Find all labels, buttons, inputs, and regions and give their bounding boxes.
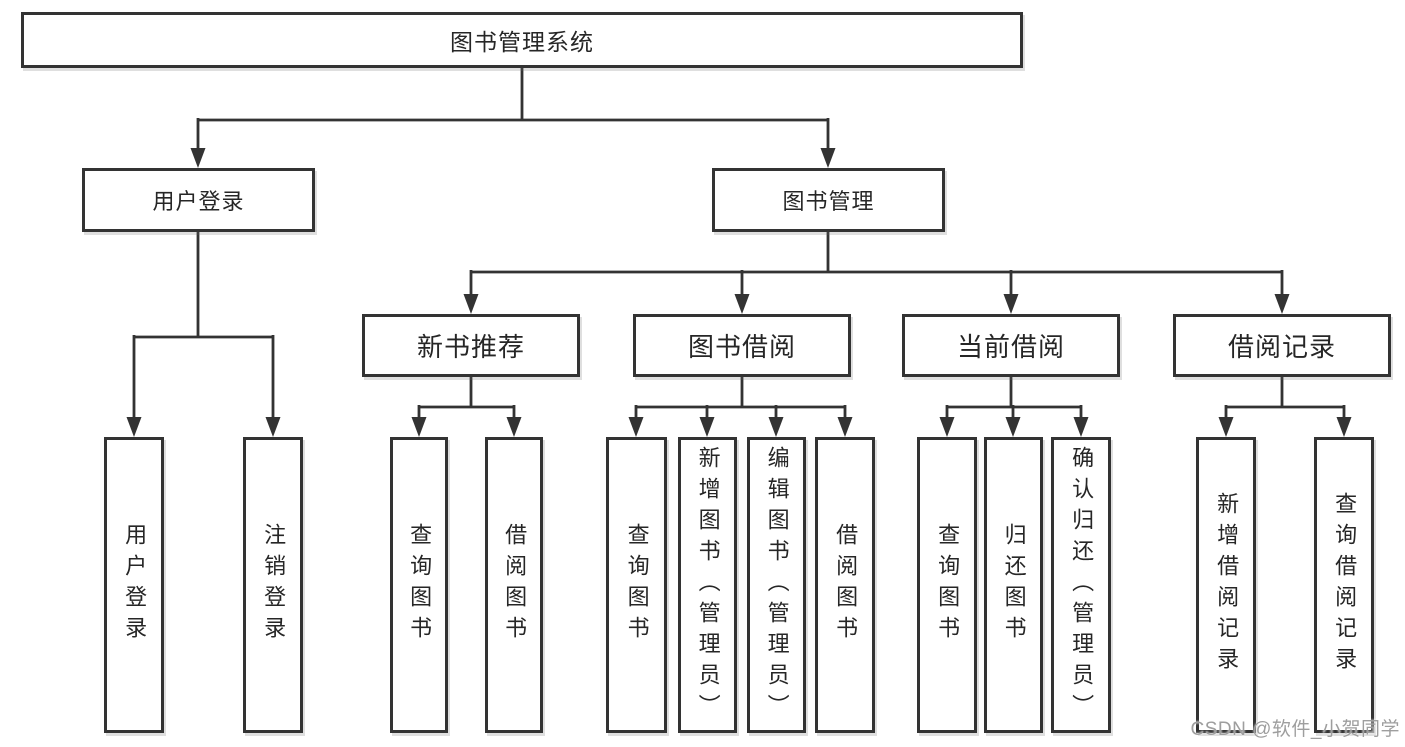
node-leaf-br-query-record: 查询借阅记录 <box>1314 437 1374 733</box>
node-leaf-logout: 注销登录 <box>243 437 303 733</box>
node-leaf-bb-edit-book-label: 编辑图书（管理员） <box>764 445 790 725</box>
node-leaf-cb-confirm-return-label: 确认归还（管理员） <box>1069 445 1095 725</box>
node-leaf-nbr-query-book-label: 查询图书 <box>407 523 433 647</box>
node-book-management: 图书管理 <box>712 168 945 232</box>
node-user-login: 用户登录 <box>82 168 315 232</box>
node-leaf-nbr-borrow-book: 借阅图书 <box>485 437 543 733</box>
node-leaf-nbr-borrow-book-label: 借阅图书 <box>502 523 528 647</box>
node-leaf-cb-return-book-label: 归还图书 <box>1001 523 1027 647</box>
node-current-borrowing: 当前借阅 <box>902 314 1120 377</box>
node-leaf-cb-query-book-label: 查询图书 <box>935 523 961 647</box>
node-leaf-bb-borrow-book: 借阅图书 <box>815 437 875 733</box>
node-leaf-bb-edit-book: 编辑图书（管理员） <box>747 437 806 733</box>
node-new-book-recommend-label: 新书推荐 <box>416 332 525 362</box>
node-current-borrowing-label: 当前借阅 <box>956 332 1065 362</box>
node-leaf-bb-add-book-label: 新增图书（管理员） <box>695 445 721 725</box>
node-book-borrowing: 图书借阅 <box>633 314 851 377</box>
node-leaf-cb-confirm-return: 确认归还（管理员） <box>1051 437 1111 733</box>
node-leaf-user-login: 用户登录 <box>104 437 164 733</box>
node-leaf-logout-label: 注销登录 <box>261 523 287 647</box>
node-leaf-nbr-query-book: 查询图书 <box>390 437 448 733</box>
node-leaf-cb-query-book: 查询图书 <box>917 437 977 733</box>
node-leaf-user-login-label: 用户登录 <box>122 523 148 647</box>
node-book-management-label: 图书管理 <box>782 189 875 214</box>
node-leaf-bb-query-book-label: 查询图书 <box>624 523 650 647</box>
node-library-system-label: 图书管理系统 <box>450 29 594 55</box>
node-user-login-label: 用户登录 <box>152 189 245 214</box>
node-borrowing-records: 借阅记录 <box>1173 314 1391 377</box>
node-library-system: 图书管理系统 <box>21 12 1023 68</box>
node-leaf-br-add-record: 新增借阅记录 <box>1196 437 1256 733</box>
node-leaf-bb-query-book: 查询图书 <box>606 437 667 733</box>
node-leaf-br-query-record-label: 查询借阅记录 <box>1332 492 1358 678</box>
arrowheads <box>126 148 1352 437</box>
node-new-book-recommend: 新书推荐 <box>362 314 580 377</box>
node-leaf-bb-borrow-book-label: 借阅图书 <box>833 523 859 647</box>
node-leaf-br-add-record-label: 新增借阅记录 <box>1214 492 1240 678</box>
node-book-borrowing-label: 图书借阅 <box>687 332 796 362</box>
node-leaf-bb-add-book: 新增图书（管理员） <box>678 437 737 733</box>
node-leaf-cb-return-book: 归还图书 <box>984 437 1043 733</box>
node-borrowing-records-label: 借阅记录 <box>1227 332 1336 362</box>
watermark: CSDN @软件_小贺同学 <box>1190 719 1400 740</box>
